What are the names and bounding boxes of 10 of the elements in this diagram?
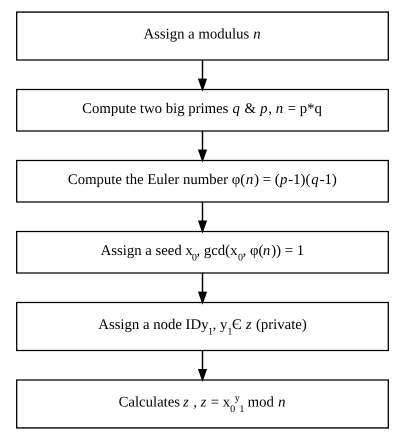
node-box: Assign a seed x$_{0}$, gcd(x$_{0}$, φ(n)) = 1 bbox=[16, 230, 388, 274]
arrow bbox=[197, 60, 207, 92]
node-box: Compute two big primes q & p, n = p*q bbox=[16, 88, 388, 132]
arrow bbox=[197, 131, 207, 163]
arrow bbox=[197, 273, 207, 305]
node-box: Assign a node IDy$_{1}$, y$_{1}$Є z (private) bbox=[16, 302, 388, 352]
node-box: Compute the Euler number φ(n) = (p-1)(q-1) bbox=[16, 160, 388, 203]
arrow bbox=[197, 350, 207, 382]
arrow bbox=[197, 202, 207, 234]
node-box: Assign a modulus n bbox=[16, 11, 388, 61]
